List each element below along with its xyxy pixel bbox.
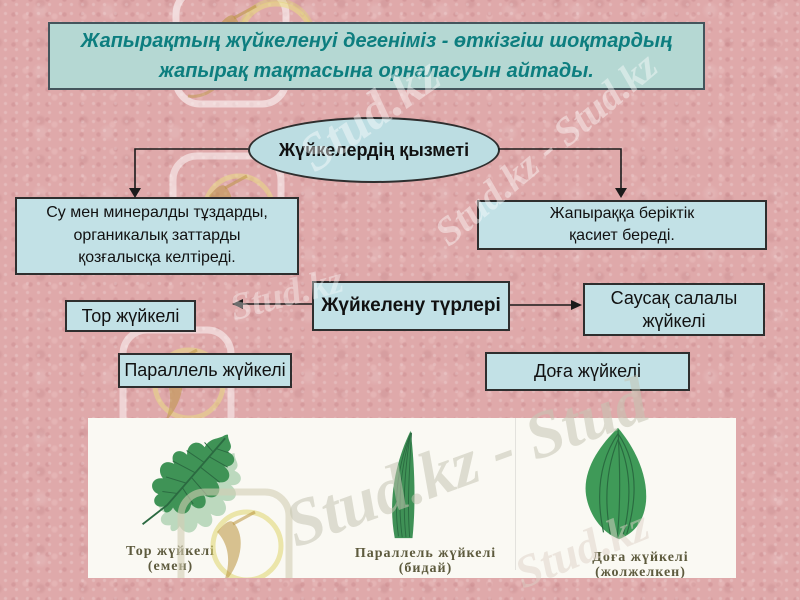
palmate-venation-box: Саусақ салалы жүйкелі [583,283,765,336]
slide-title-line1: Жапырақтың жүйкеленуі дегеніміз - өткізг… [80,30,673,52]
parallel-venation-box: Параллель жүйкелі [118,353,292,388]
wheat-leaf-image [392,430,415,539]
caption-parallel-venation: Параллель жүйкелі (бидай) [354,546,497,576]
caption-net-venation: Тор жүйкелі (емен) [126,544,215,574]
slide-title: Жапырақтың жүйкеленуі дегеніміз - өткізг… [48,22,705,90]
arc-venation-box: Доға жүйкелі [485,352,690,391]
vein-functions-ellipse: Жүйкелердің қызметі [248,117,500,183]
vein-functions-label: Жүйкелердің қызметі [278,139,470,160]
oak-leaf-image [142,434,241,533]
plantain-leaf-image [585,427,647,540]
caption-arc-venation: Доға жүйкелі (жолжелкен) [592,550,689,578]
slide-title-line2: жапырақ тақтасына орналасуын айтады. [159,60,594,82]
paper-crease [515,418,516,570]
venation-types-box: Жүйкелену түрлері [312,281,510,331]
function-left-box: Су мен минералды тұздарды, органикалық з… [15,197,299,275]
examples-panel: Тор жүйкелі (емен) Параллель жүйкелі (би… [88,418,736,578]
net-venation-box: Тор жүйкелі [65,300,196,332]
function-right-box: Жапыраққа беріктік қасиет береді. [477,200,767,250]
